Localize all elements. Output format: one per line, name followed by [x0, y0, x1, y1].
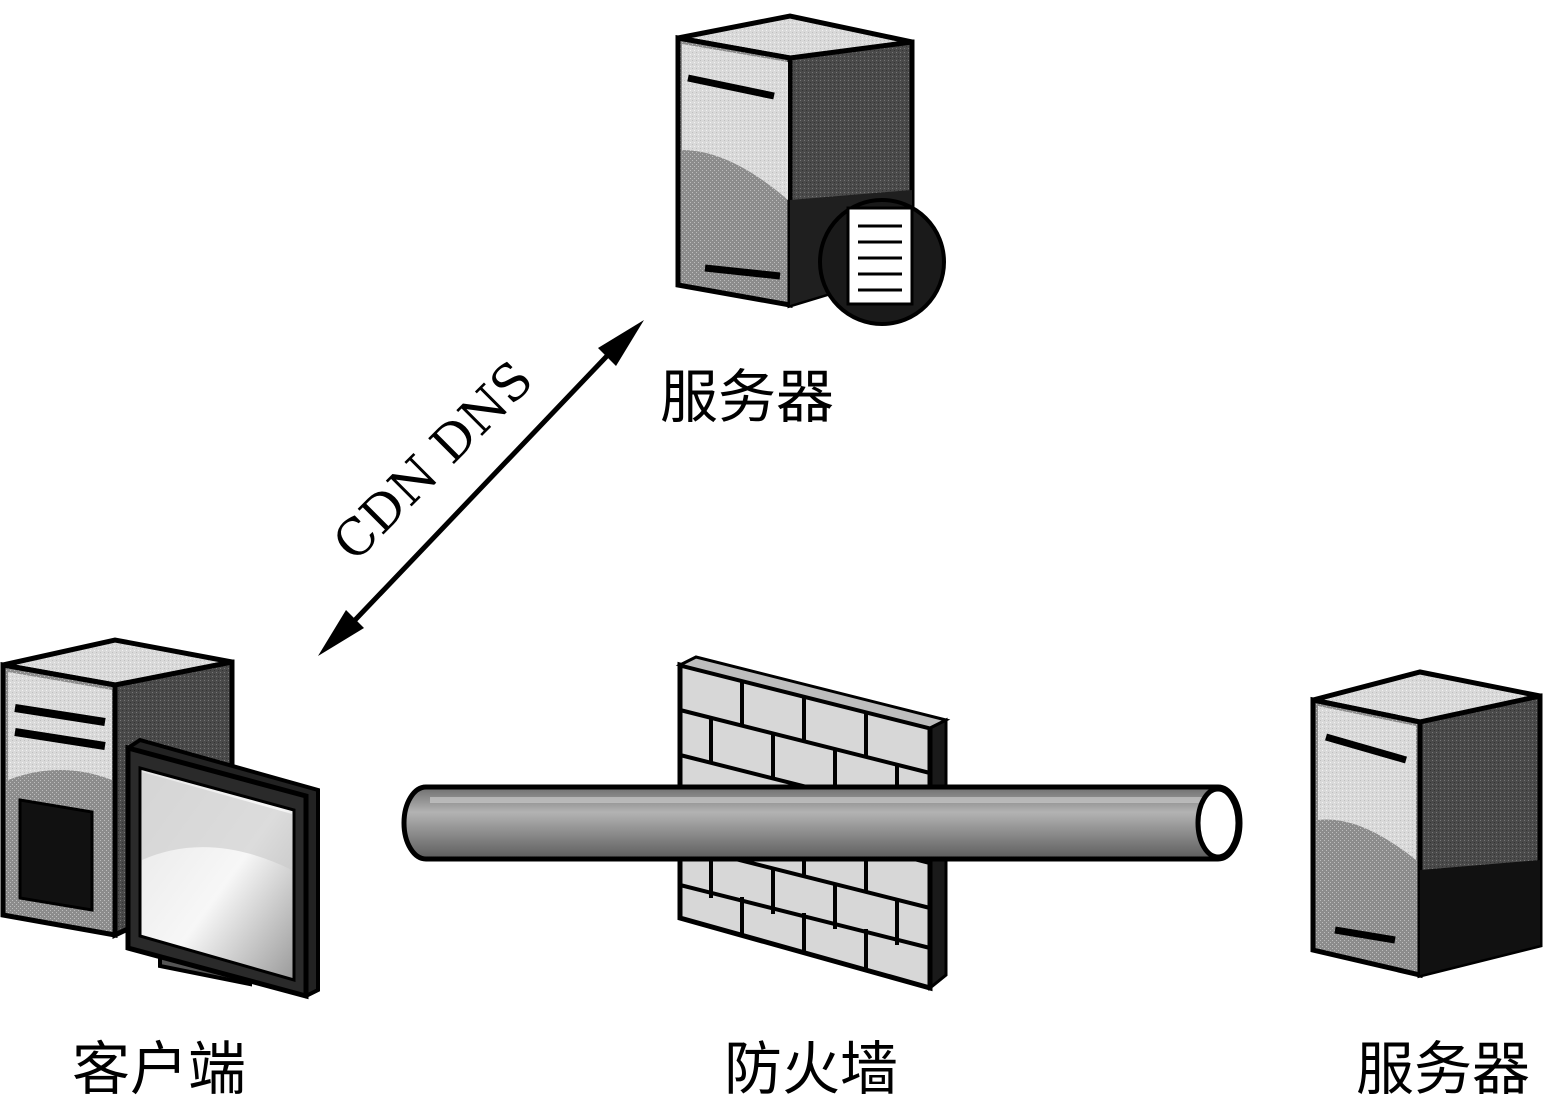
firewall-label: 防火墙	[724, 1035, 899, 1103]
right-server-icon	[1310, 669, 1543, 979]
top-server-icon	[675, 13, 946, 326]
pipe-connection	[401, 784, 1243, 862]
arrowhead-top	[598, 320, 644, 366]
client-label: 客户端	[72, 1035, 247, 1103]
arrowhead-bottom	[318, 610, 364, 656]
top-server-label: 服务器	[660, 363, 835, 431]
right-server-label: 服务器	[1356, 1035, 1531, 1103]
client-workstation-icon	[0, 637, 320, 1000]
cdn-dns-connection	[318, 320, 644, 656]
